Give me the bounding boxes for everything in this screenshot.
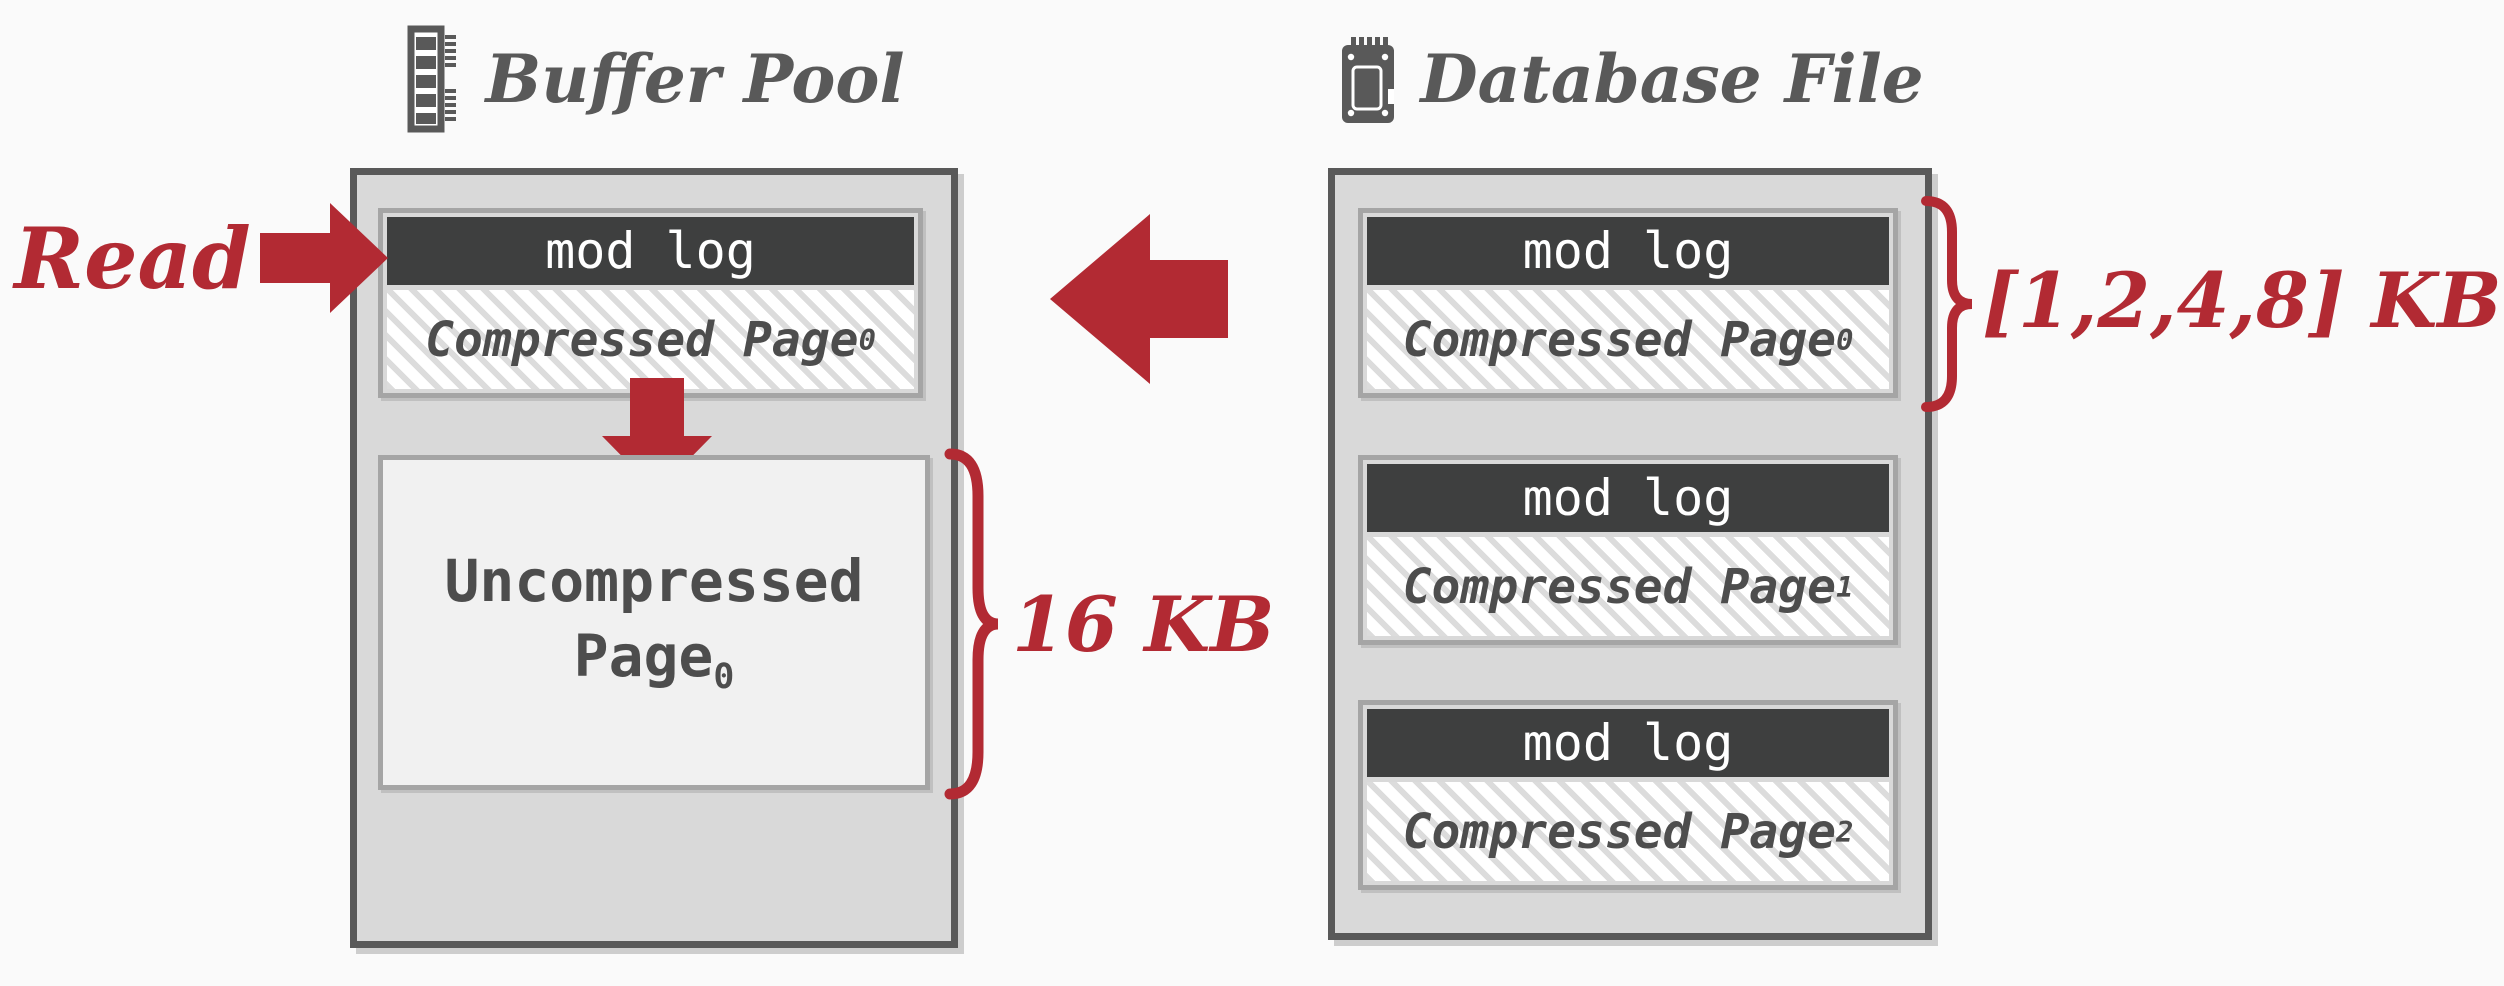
- compressed-page-label: Compressed Page: [1402, 803, 1837, 860]
- mod-log-label: mod log: [1522, 222, 1734, 280]
- read-right-arrow-icon: [260, 203, 388, 313]
- compressed-page-subscript: 0: [1836, 322, 1854, 357]
- compressed-page-subscript: 1: [1836, 569, 1854, 604]
- size-brace-16kb-icon: [940, 448, 1004, 800]
- uncompressed-page-box: Uncompressed Page0: [378, 455, 930, 790]
- buffer-pool-title: Buffer Pool: [485, 40, 905, 118]
- size-label-compressed: [1,2,4,8] KB: [1982, 255, 2502, 345]
- buffer-pool-header: Buffer Pool: [350, 14, 958, 144]
- compressed-page-label: Compressed Page: [1402, 311, 1837, 368]
- database-file-header: Database File: [1328, 14, 1932, 144]
- size-brace-compressed-icon: [1918, 196, 1978, 412]
- ssd-icon: [1342, 37, 1395, 123]
- database-file-title: Database File: [1420, 40, 1924, 118]
- fetch-left-arrow-icon: [1050, 214, 1228, 384]
- size-label-16kb: 16 KB: [1012, 580, 1275, 669]
- mod-log-header: mod log: [1367, 464, 1889, 532]
- memory-icon: [407, 25, 457, 133]
- mod-log-header: mod log: [1367, 217, 1889, 285]
- mod-log-label: mod log: [1522, 714, 1734, 772]
- compressed-page-label: Compressed Page: [1402, 558, 1837, 615]
- read-label: Read: [14, 208, 251, 308]
- compressed-page-label: Compressed Page: [425, 311, 859, 368]
- mod-log-label: mod log: [545, 222, 756, 280]
- mod-log-label: mod log: [1522, 469, 1734, 527]
- mod-log-header: mod log: [1367, 709, 1889, 777]
- uncompressed-page-label: Uncompressed Page0: [444, 547, 864, 698]
- compressed-page-subscript: 2: [1836, 814, 1854, 849]
- compressed-page-subscript: 0: [858, 322, 876, 357]
- mod-log-header: mod log: [387, 217, 914, 285]
- uncompressed-page-subscript: 0: [713, 657, 735, 698]
